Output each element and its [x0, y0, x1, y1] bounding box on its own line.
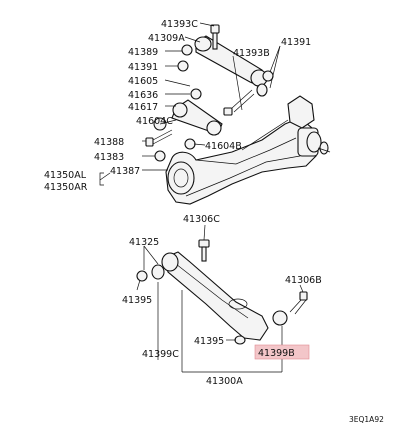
label-41383: 41383: [94, 152, 124, 163]
bolt-41393b: [223, 89, 255, 116]
label-41399c: 41399C: [142, 349, 179, 360]
washers-upper: [177, 44, 274, 100]
lower-arm: [161, 251, 269, 341]
label-41393c: 41393C: [161, 19, 198, 30]
label-41300a: 41300A: [206, 376, 243, 387]
bolt-41306c: [198, 239, 210, 262]
label-41389: 41389: [128, 47, 158, 58]
bushings-lower: [136, 264, 288, 345]
label-41306c: 41306C: [183, 214, 220, 225]
label-41395-left: 41395: [122, 295, 152, 306]
highlight-box: [254, 344, 310, 360]
label-41395-lower: 41395: [194, 336, 224, 347]
label-41604b: 41604B: [205, 141, 242, 152]
hub-knuckle: [287, 95, 331, 157]
label-41387: 41387: [110, 166, 140, 177]
bolt-41306b: [289, 291, 308, 315]
trailing-arm: [165, 117, 319, 205]
upper-link: [194, 35, 269, 87]
label-41617: 41617: [128, 102, 158, 113]
leader-lines: [99, 22, 304, 373]
label-41350ar: 41350AR: [44, 182, 88, 193]
label-41388: 41388: [94, 137, 124, 148]
part-labels: 41393C 41309A 41389 41391 41393B 41391 4…: [44, 19, 384, 424]
label-41636: 41636: [128, 90, 158, 101]
label-41393b: 41393B: [233, 48, 270, 59]
label-41605: 41605: [128, 76, 158, 87]
label-41399b[interactable]: 41399B: [258, 348, 295, 359]
label-41325: 41325: [129, 237, 159, 248]
label-41309a: 41309A: [148, 33, 185, 44]
bolt-41393c: [210, 24, 220, 50]
diagram-code: 3EQ1A92: [349, 415, 384, 424]
control-link: [171, 99, 223, 136]
nuts-upper: [154, 138, 196, 162]
label-41391-upper-left: 41391: [128, 62, 158, 73]
label-41391-upper-right: 41391: [281, 37, 311, 48]
label-41604c: 41604C: [136, 116, 173, 127]
label-41350al: 41350AL: [44, 170, 87, 181]
label-41306b: 41306B: [285, 275, 322, 286]
